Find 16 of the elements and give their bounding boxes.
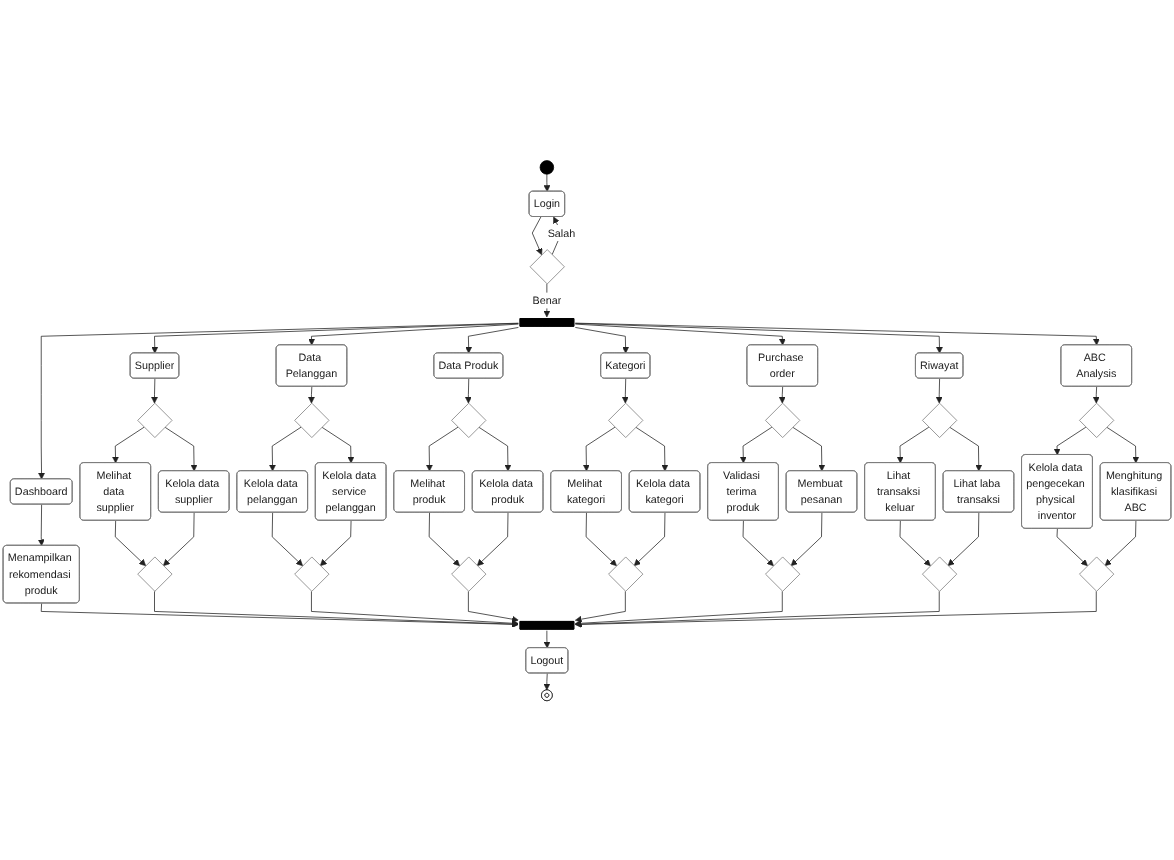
- node-diamond: [137, 402, 173, 438]
- node-circle: [539, 160, 555, 175]
- node-diamond: [608, 402, 644, 438]
- node-diamond: [765, 556, 801, 592]
- node-diamond: [451, 402, 487, 438]
- node-diamond: [294, 556, 330, 592]
- node-diamond: [608, 556, 644, 592]
- node-diamond: [1079, 402, 1115, 438]
- node-diamond: [294, 402, 330, 438]
- node-diamond: [922, 556, 958, 592]
- node-diamond: [1079, 556, 1115, 592]
- node-diamond: [451, 556, 487, 592]
- node-diamond: [529, 249, 565, 285]
- node-diamond: [922, 402, 958, 438]
- node-diamond: [137, 556, 173, 592]
- node-diamond: [765, 402, 801, 438]
